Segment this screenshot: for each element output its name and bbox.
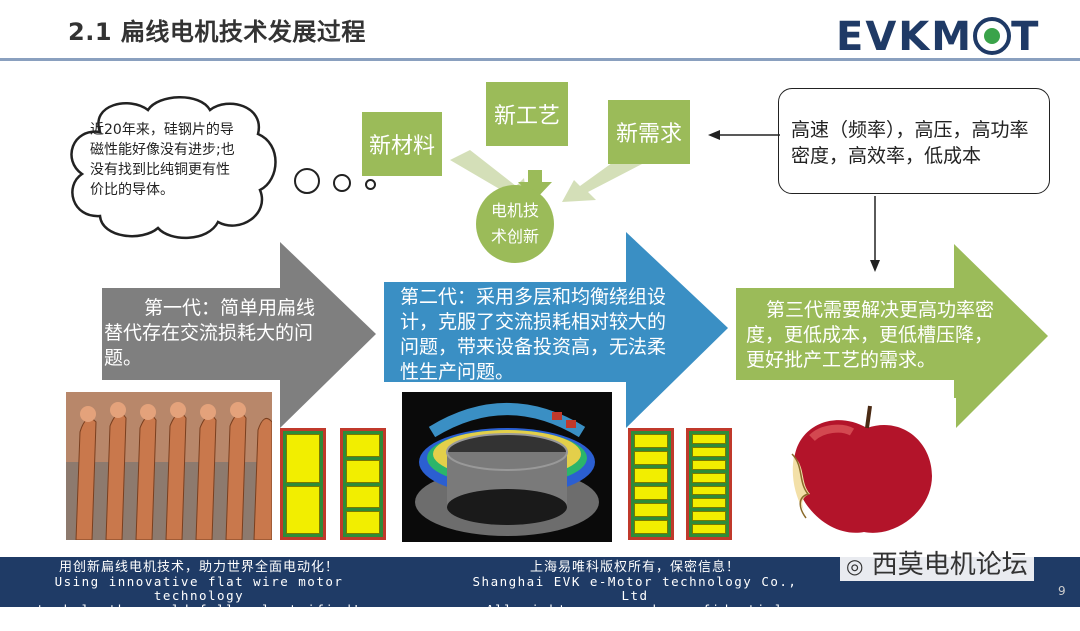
new-demand-box: 新需求 bbox=[608, 100, 690, 164]
footer-copyright: 上海易唯科版权所有，保密信息！ Shanghai EVK e-Motor tec… bbox=[455, 561, 815, 631]
thought-cloud-icon bbox=[70, 96, 277, 240]
slot-diagram bbox=[628, 428, 674, 540]
wechat-icon: ◎ bbox=[846, 554, 864, 578]
left-arrow-icon bbox=[708, 130, 780, 140]
gen3-text: 第三代需要解决更高功率密度，更低成本，更低槽压降，更好批产工艺的需求。 bbox=[746, 299, 995, 371]
thought-bubble bbox=[365, 179, 376, 190]
slot-diagram bbox=[280, 428, 326, 540]
new-process-box: 新工艺 bbox=[486, 82, 568, 146]
thought-bubble bbox=[294, 168, 320, 194]
header-divider bbox=[0, 58, 1080, 61]
slot-diagram bbox=[686, 428, 732, 540]
wechat-watermark: ◎ 西莫电机论坛 bbox=[840, 544, 1034, 581]
logo-text-pre: EVKM bbox=[836, 14, 974, 60]
down-arrow-icon bbox=[870, 196, 880, 272]
evkmot-logo: EVKM T bbox=[836, 14, 1040, 60]
new-material-box: 新材料 bbox=[362, 112, 442, 176]
gen1-arrow bbox=[102, 242, 376, 428]
thought-bubble bbox=[333, 174, 351, 192]
wechat-label: 西莫电机论坛 bbox=[871, 550, 1028, 580]
hairpin-stator-image bbox=[66, 392, 272, 540]
tech-innovation-label: 电机技术创新 bbox=[490, 201, 539, 246]
footer-copyright-en-1: Shanghai EVK e-Motor technology Co., Ltd bbox=[472, 574, 798, 603]
logo-text-post: T bbox=[1011, 14, 1041, 60]
cloud-text: 近20年来，硅钢片的导磁性能好像没有进步;也没有找到比纯铜更有性价比的导体。 bbox=[90, 122, 235, 198]
footer-copyright-en-2: All rights reserved, confidential inform… bbox=[486, 602, 784, 631]
bitten-apple-image bbox=[772, 398, 956, 542]
footer-slogan-cn: 用创新扁线电机技术，助力世界全面电动化！ bbox=[58, 560, 339, 575]
gen2-arrow bbox=[384, 232, 728, 428]
footer-slogan-en-1: Using innovative flat wire motor technol… bbox=[54, 574, 344, 603]
gen2-text: 第二代：采用多层和均衡绕组设计，克服了交流损耗相对较大的问题，带来设备投资高，无… bbox=[400, 286, 667, 383]
market-demand-box: 高速（频率），高压，高功率密度，高效率，低成本 bbox=[778, 88, 1050, 194]
page-number: 9 bbox=[1058, 584, 1066, 598]
slot-diagram bbox=[340, 428, 386, 540]
gen3-arrow bbox=[736, 244, 1048, 430]
footer-slogan-en-2: to help the world fully electrified! bbox=[36, 602, 362, 617]
gear-icon bbox=[973, 17, 1012, 55]
footer-copyright-cn: 上海易唯科版权所有，保密信息！ bbox=[529, 560, 740, 575]
gen1-text: 第一代：简单用扁线替代存在交流损耗大的问题。 bbox=[104, 297, 316, 369]
tech-innovation-circle: 电机技术创新 bbox=[476, 185, 554, 263]
page-title: 2.1 扁线电机技术发展过程 bbox=[68, 18, 366, 46]
footer-slogan: 用创新扁线电机技术，助力世界全面电动化！ Using innovative fl… bbox=[24, 561, 374, 617]
stator-cad-image bbox=[402, 392, 612, 542]
